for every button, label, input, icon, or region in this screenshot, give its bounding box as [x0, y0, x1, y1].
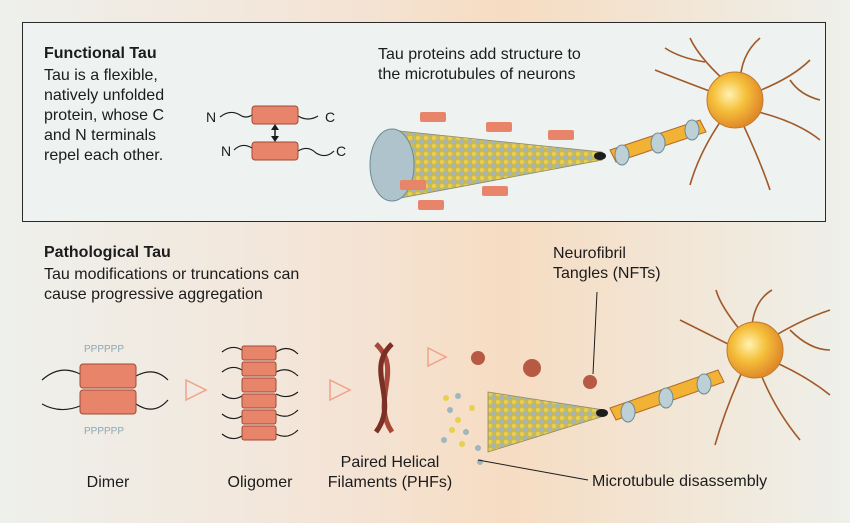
phf-label: Paired Helical Filaments (PHFs) — [327, 454, 453, 491]
phospho-label-top: PPPPPP — [84, 344, 124, 355]
functional-tau-title: Functional Tau — [44, 45, 157, 62]
functional-tau-description: Tau is a flexible, natively unfolded pro… — [44, 67, 165, 164]
nft-leader-line — [592, 291, 598, 375]
pathological-tau-description: Tau modifications or truncations can cau… — [44, 266, 300, 303]
pathological-oligomer — [221, 345, 299, 441]
pathological-microtubule — [441, 391, 608, 465]
microtubule-callout: Tau proteins add structure to the microt… — [378, 46, 581, 83]
c-terminal-label-bottom: C — [336, 143, 346, 159]
arrow-3-icon — [427, 346, 448, 368]
dimer-label: Dimer — [86, 474, 130, 491]
microtubule-disassembly-label: Microtubule disassembly — [592, 473, 768, 490]
functional-tau-dimer: N C N C — [206, 105, 346, 161]
functional-neuron — [609, 37, 821, 191]
n-terminal-label-top: N — [206, 109, 216, 125]
n-terminal-label-bottom: N — [221, 143, 231, 159]
pathological-neuron — [609, 289, 831, 446]
oligomer-label: Oligomer — [227, 474, 293, 491]
c-terminal-label-top: C — [325, 109, 335, 125]
neurofibrillary-tangles — [471, 351, 597, 389]
disassembly-leader-line — [477, 459, 589, 481]
nft-label: Neurofibril Tangles (NFTs) — [553, 245, 661, 282]
arrow-1-icon — [185, 378, 208, 402]
functional-microtubule — [369, 112, 606, 210]
arrow-2-icon — [329, 378, 352, 402]
pathological-phf — [373, 342, 395, 434]
phospho-label-bottom: PPPPPP — [84, 426, 124, 437]
pathological-tau-title: Pathological Tau — [44, 244, 171, 261]
pathological-dimer: PPPPPP PPPPPP — [41, 344, 169, 437]
